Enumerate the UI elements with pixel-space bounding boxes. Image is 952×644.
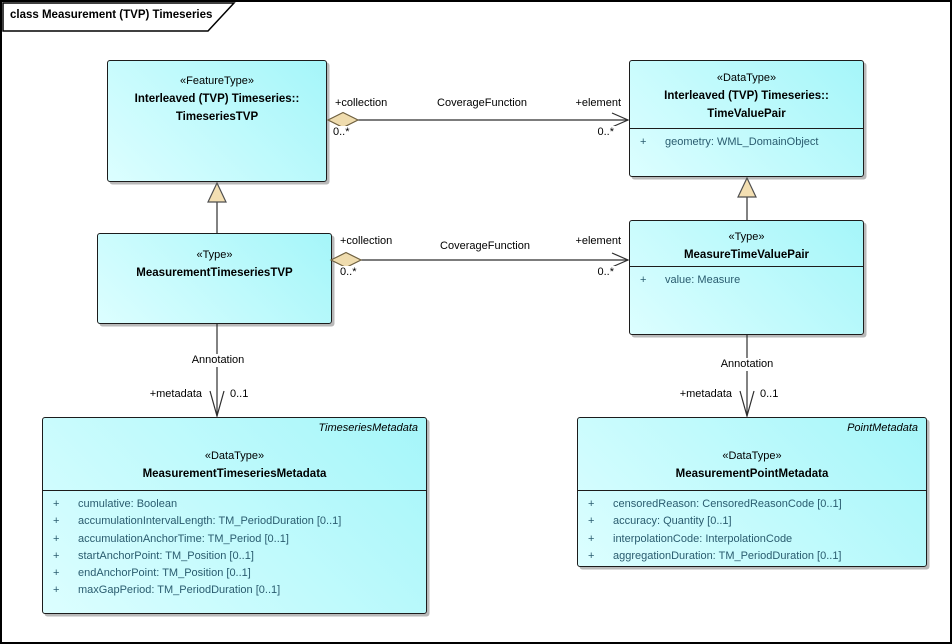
attribute-row: + maxGapPeriod: TM_PeriodDuration [0..1] <box>43 582 426 599</box>
attr-text: value: Measure <box>665 274 741 286</box>
annotation-name-right: Annotation <box>718 358 776 371</box>
stereotype-label: «Type» <box>196 249 233 261</box>
class-header: PointMetadata «DataType» MeasurementPoin… <box>578 418 926 490</box>
attribute-compartment: + cumulative: Boolean + accumulationInte… <box>43 490 426 600</box>
role-label-element-mid: +element <box>573 235 623 248</box>
attribute-row: + endAnchorPoint: TM_Position [0..1] <box>43 565 426 582</box>
association-name-mid: CoverageFunction <box>438 240 532 253</box>
class-box-timeseries-tvp[interactable]: «FeatureType» Interleaved (TVP) Timeseri… <box>107 60 327 182</box>
class-header: «FeatureType» Interleaved (TVP) Timeseri… <box>108 61 326 126</box>
stereotype-label: «FeatureType» <box>180 75 254 87</box>
frame-tab <box>2 2 236 32</box>
generalization-triangle-icon <box>207 181 227 203</box>
attr-text: maxGapPeriod: TM_PeriodDuration [0..1] <box>78 584 281 597</box>
multiplicity-metadata-right: 0..1 <box>758 388 781 401</box>
attr-visibility: + <box>588 532 595 545</box>
class-box-measurement-timeseries-metadata[interactable]: TimeseriesMetadata «DataType» Measuremen… <box>42 417 427 614</box>
attr-visibility: + <box>53 498 60 510</box>
association-coverage-function-top[interactable] <box>326 111 630 129</box>
attr-text: aggregationDuration: TM_PeriodDuration [… <box>613 549 842 562</box>
attr-text: censoredReason: CensoredReasonCode [0..1… <box>613 498 842 510</box>
attribute-row: + aggregationDuration: TM_PeriodDuration… <box>578 548 926 565</box>
attr-text: interpolationCode: InterpolationCode <box>613 532 793 545</box>
class-name: MeasurementTimeseriesTVP <box>136 267 293 279</box>
multiplicity-metadata-left: 0..1 <box>228 388 251 401</box>
instance-corner-label: PointMetadata <box>847 422 918 434</box>
attribute-row: + accuracy: Quantity [0..1] <box>578 513 926 530</box>
attr-text: accuracy: Quantity [0..1] <box>613 515 732 528</box>
attribute-row: + value: Measure <box>630 272 863 289</box>
attribute-row: + interpolationCode: InterpolationCode <box>578 531 926 548</box>
attr-visibility: + <box>53 549 60 562</box>
class-box-measurement-timeseries-tvp[interactable]: «Type» MeasurementTimeseriesTVP <box>97 233 332 324</box>
stereotype-label: «DataType» <box>204 450 265 462</box>
attribute-row: + accumulationIntervalLength: TM_PeriodD… <box>43 513 426 530</box>
role-label-collection-top: +collection <box>333 97 390 110</box>
generalization-right[interactable] <box>737 176 757 220</box>
class-name: MeasureTimeValuePair <box>683 249 810 261</box>
association-name-top: CoverageFunction <box>435 97 529 110</box>
attr-visibility: + <box>640 136 647 148</box>
attr-text: cumulative: Boolean <box>78 498 178 510</box>
attr-text: startAnchorPoint: TM_Position [0..1] <box>78 549 254 562</box>
attribute-row: + startAnchorPoint: TM_Position [0..1] <box>43 548 426 565</box>
attribute-compartment: + value: Measure <box>630 266 863 289</box>
attr-visibility: + <box>53 584 60 597</box>
attr-visibility: + <box>53 532 60 545</box>
attr-visibility: + <box>53 515 60 528</box>
annotation-connector-right[interactable] <box>739 335 755 419</box>
class-name: MeasurementTimeseriesMetadata <box>142 468 327 480</box>
class-name: MeasurementPointMetadata <box>675 468 829 480</box>
role-label-metadata-right: +metadata <box>677 388 734 401</box>
multiplicity-source-mid: 0..* <box>338 266 359 279</box>
class-name: Interleaved (TVP) Timeseries:: <box>664 90 829 102</box>
stereotype-label: «DataType» <box>716 72 777 84</box>
class-box-time-value-pair[interactable]: «DataType» Interleaved (TVP) Timeseries:… <box>629 60 864 177</box>
class-header: «Type» MeasurementTimeseriesTVP <box>98 234 331 282</box>
association-coverage-function-mid[interactable] <box>329 251 630 269</box>
multiplicity-target-top: 0..* <box>595 126 616 139</box>
attr-text: accumulationAnchorTime: TM_Period [0..1] <box>78 532 289 545</box>
attr-visibility: + <box>588 549 595 562</box>
multiplicity-target-mid: 0..* <box>595 266 616 279</box>
annotation-connector-left[interactable] <box>209 324 225 419</box>
diagram-title: class Measurement (TVP) Timeseries <box>10 9 213 21</box>
generalization-triangle-icon <box>737 176 757 198</box>
attribute-row: + accumulationAnchorTime: TM_Period [0..… <box>43 531 426 548</box>
attr-text: endAnchorPoint: TM_Position [0..1] <box>78 567 251 580</box>
stereotype-label: «Type» <box>728 231 765 243</box>
frame-tab-shape <box>2 2 236 32</box>
instance-corner-label: TimeseriesMetadata <box>318 422 418 434</box>
class-name: Interleaved (TVP) Timeseries:: <box>134 93 300 105</box>
attr-visibility: + <box>640 274 647 286</box>
open-arrow-icon <box>611 252 630 268</box>
multiplicity-source-top: 0..* <box>331 126 352 139</box>
attr-visibility: + <box>53 567 60 580</box>
class-header: «DataType» Interleaved (TVP) Timeseries:… <box>630 61 863 128</box>
open-v-arrow-icon <box>739 390 755 419</box>
class-header: «Type» MeasureTimeValuePair <box>630 221 863 266</box>
attribute-row: + cumulative: Boolean <box>43 496 426 513</box>
attr-text: accumulationIntervalLength: TM_PeriodDur… <box>78 515 342 528</box>
role-label-collection-mid: +collection <box>338 235 395 248</box>
stereotype-label: «DataType» <box>722 450 782 462</box>
class-box-measurement-point-metadata[interactable]: PointMetadata «DataType» MeasurementPoin… <box>577 417 927 567</box>
attr-visibility: + <box>588 515 595 528</box>
class-name: TimeValuePair <box>707 108 786 120</box>
open-v-arrow-icon <box>209 390 225 419</box>
generalization-left[interactable] <box>207 181 227 233</box>
role-label-metadata-left: +metadata <box>147 388 204 401</box>
class-header: TimeseriesMetadata «DataType» Measuremen… <box>43 418 426 490</box>
annotation-name-left: Annotation <box>189 354 247 367</box>
class-box-measure-time-value-pair[interactable]: «Type» MeasureTimeValuePair + value: Mea… <box>629 220 864 335</box>
attr-text: geometry: WML_DomainObject <box>665 136 819 148</box>
attribute-row: + censoredReason: CensoredReasonCode [0.… <box>578 496 926 513</box>
open-arrow-icon <box>611 112 630 128</box>
role-label-element-top: +element <box>573 97 623 110</box>
attr-visibility: + <box>588 498 595 510</box>
class-name: TimeseriesTVP <box>175 111 259 123</box>
attribute-compartment: + geometry: WML_DomainObject <box>630 128 863 151</box>
attribute-compartment: + censoredReason: CensoredReasonCode [0.… <box>578 490 926 565</box>
attribute-row: + geometry: WML_DomainObject <box>630 134 863 151</box>
